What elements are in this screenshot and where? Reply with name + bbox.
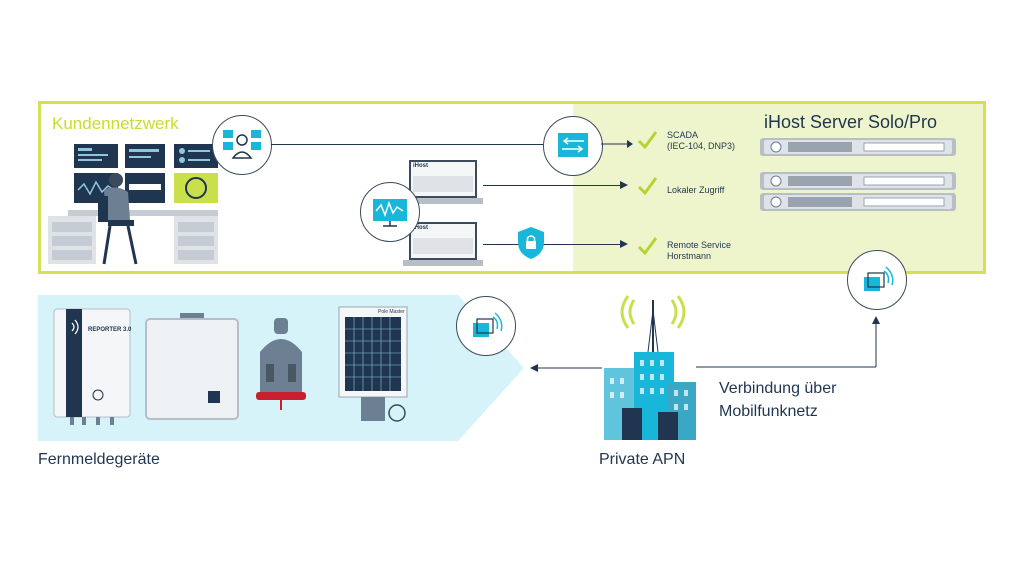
fault-indicator-device	[256, 318, 306, 410]
shield-lock-icon	[518, 227, 544, 259]
service-local-access-label: Lokaler Zugriff	[667, 185, 725, 195]
customer-network-label: Kundennetzwerk	[52, 114, 179, 133]
apn-label: Private APN	[599, 451, 686, 468]
control-room-illustration	[48, 144, 218, 265]
mobile-network-label: Verbindung über Mobilfunknetz	[719, 380, 837, 420]
devices-wireless-badge	[456, 296, 516, 356]
pole-master-label: Pole Master	[378, 309, 405, 315]
check-icon-local	[637, 177, 658, 196]
pole-master-device	[338, 306, 408, 422]
devices-label: Fernmeldegeräte	[38, 451, 160, 468]
laptop-top	[403, 160, 483, 204]
operator-workstation-badge	[212, 115, 272, 175]
scada-gateway-badge	[543, 116, 603, 176]
connection-line-local-access	[483, 185, 623, 186]
laptop-bottom-brand: iHost	[413, 225, 428, 231]
wireless-device-icon	[864, 266, 894, 291]
arrow-local-access-icon	[620, 181, 628, 189]
reporter-label: REPORTER 3.0	[88, 327, 132, 333]
operator-monitor-icon	[223, 130, 261, 159]
sensor-box-device	[145, 313, 239, 420]
connection-line-remote-service	[483, 244, 623, 245]
connection-line-operator-scada	[271, 144, 545, 145]
local-access-badge	[360, 182, 420, 242]
laptop-top-brand: iHost	[413, 163, 428, 169]
check-icon-scada	[637, 131, 658, 150]
server-wireless-badge	[847, 250, 907, 310]
reporter-device	[53, 308, 131, 425]
arrow-to-scada-icon	[601, 140, 633, 148]
server-title: iHost Server Solo/Pro	[764, 112, 938, 132]
cell-tower-buildings-illustration	[604, 295, 696, 440]
laptop-bottom	[403, 222, 483, 266]
exchange-arrows-icon	[558, 133, 588, 157]
wireless-device-icon-2	[473, 312, 503, 337]
arrow-apn-to-devices	[530, 364, 602, 372]
arrow-apn-to-server	[696, 316, 880, 368]
check-icon-remote	[637, 237, 658, 256]
service-scada-label: SCADA(IEC-104, DNP3)	[667, 130, 736, 151]
arrow-remote-service-icon	[620, 240, 628, 248]
monitor-waveform-icon	[373, 199, 407, 227]
server-rack-units	[760, 138, 956, 211]
